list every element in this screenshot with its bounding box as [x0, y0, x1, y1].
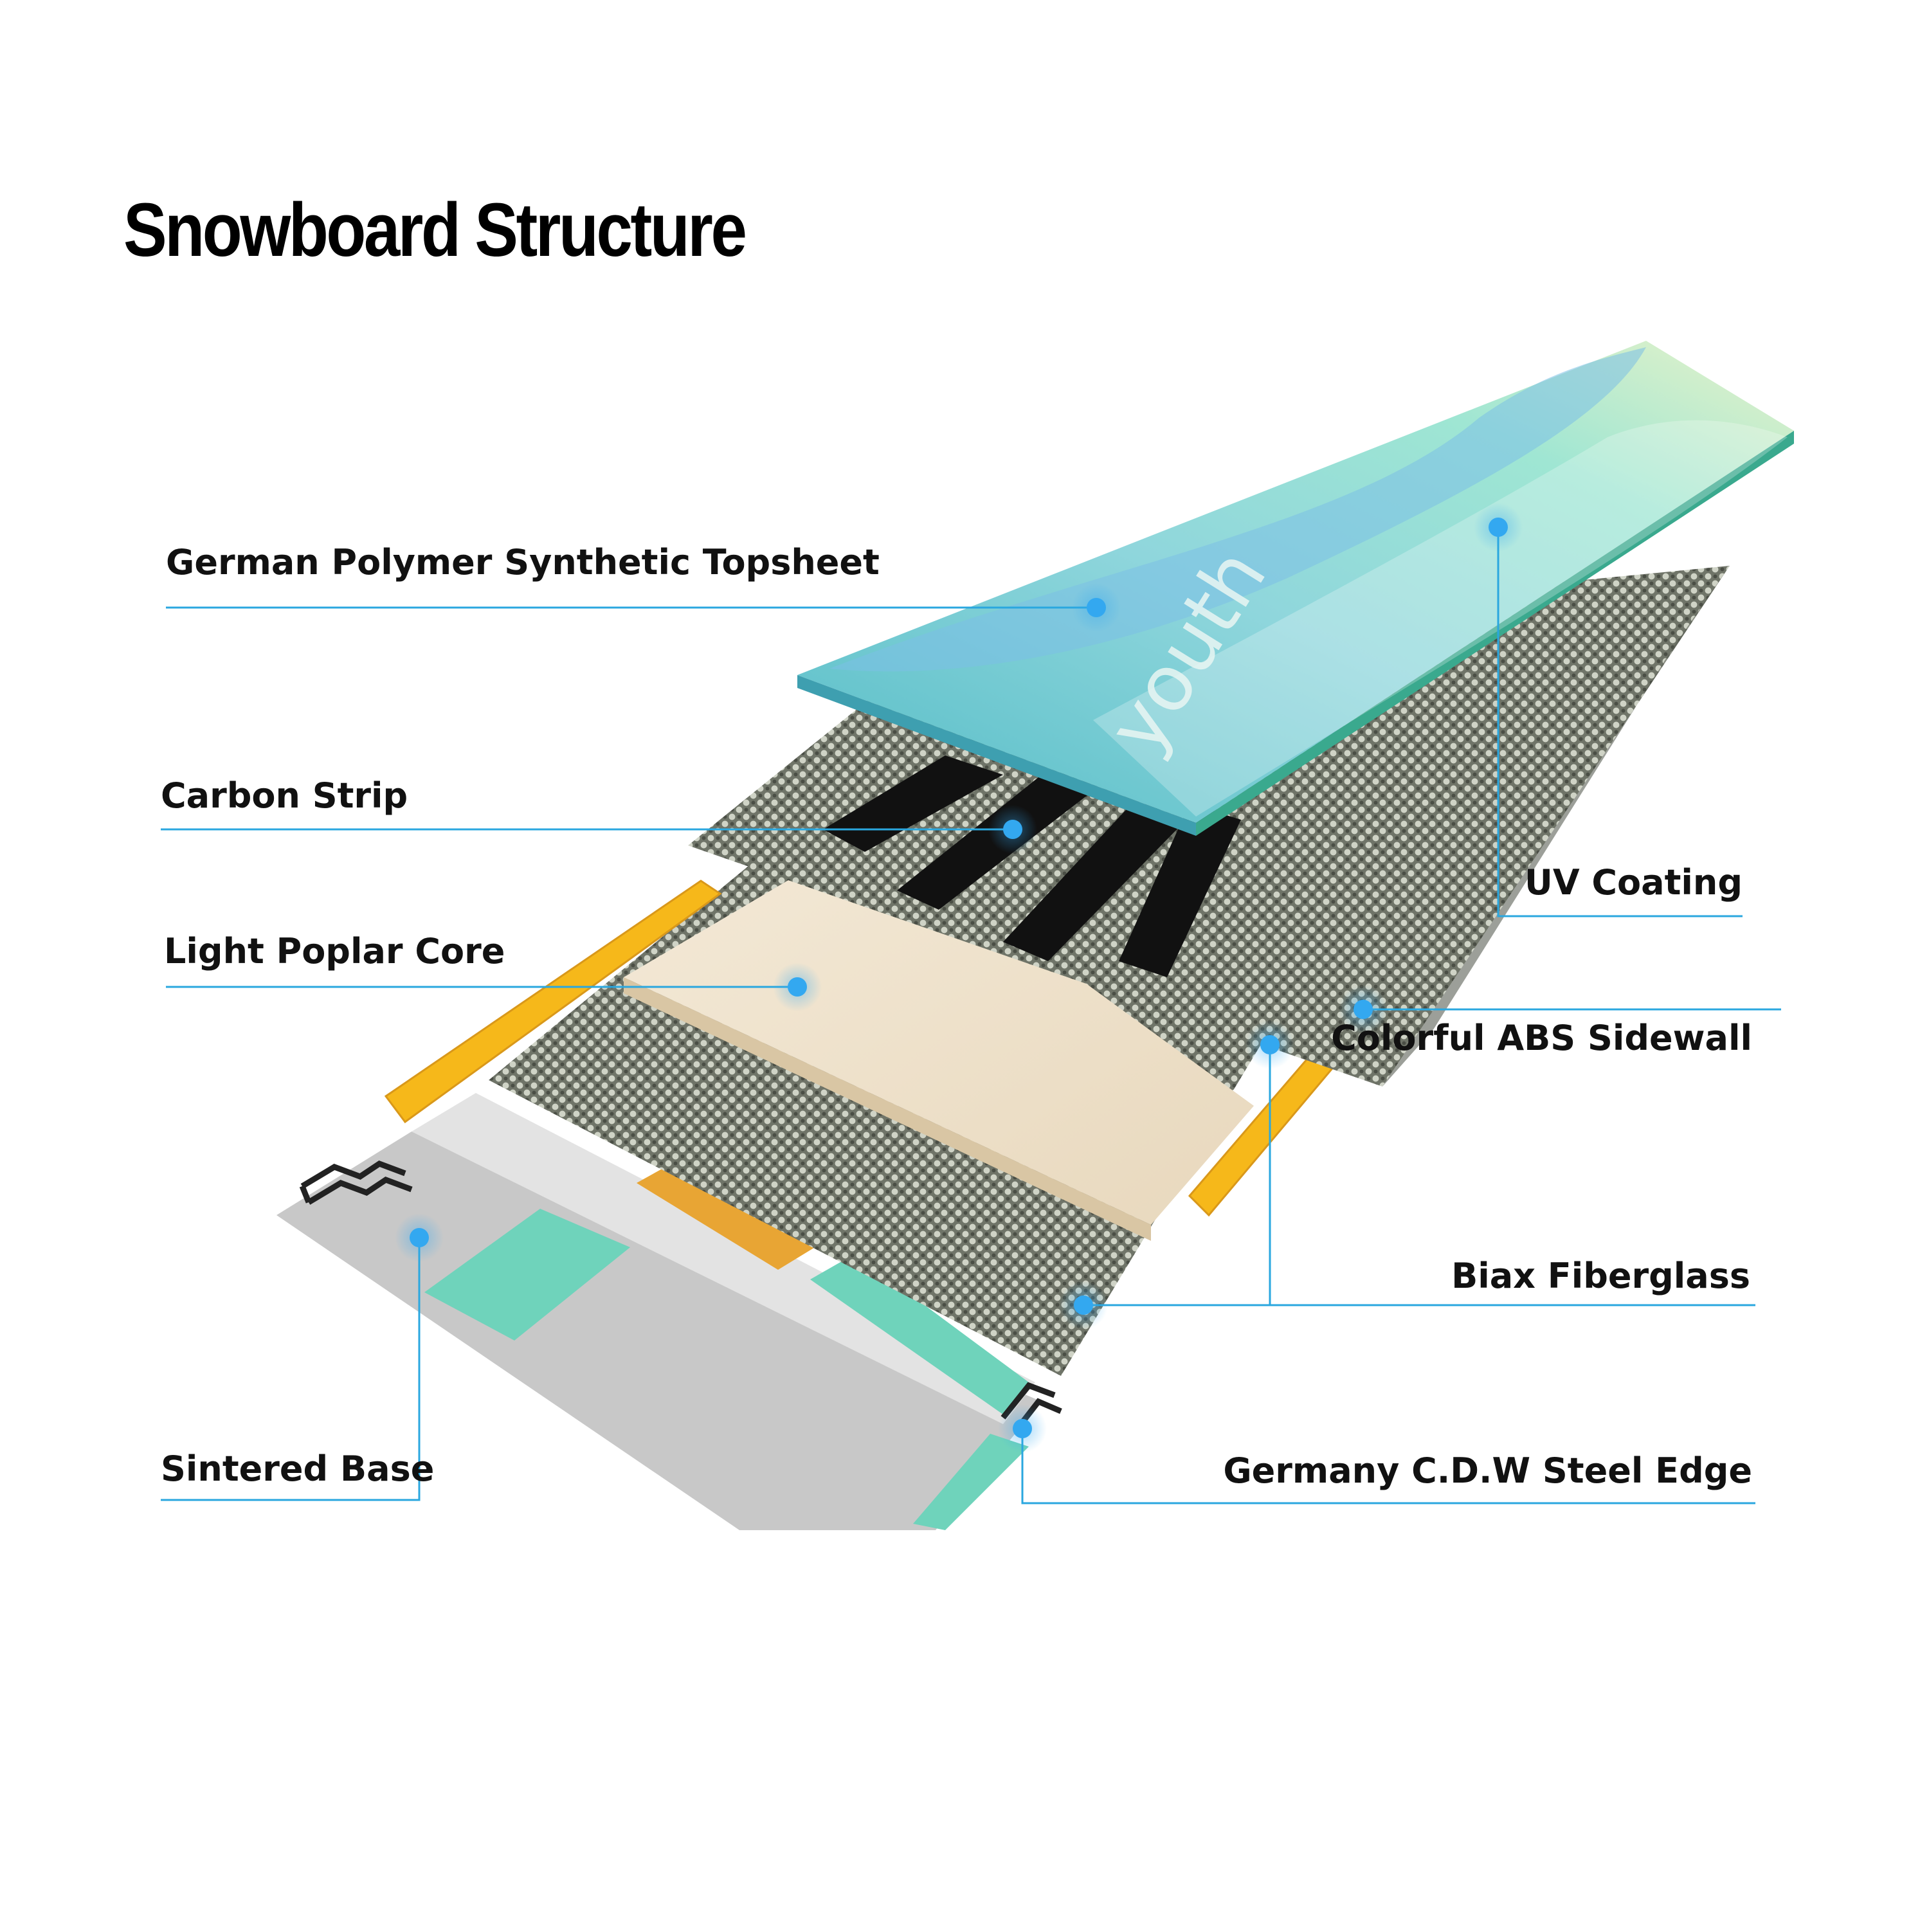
callout-lines [161, 527, 1781, 1504]
callout-line-uv [1497, 527, 1743, 917]
callout-dot-fiberglass-upper [1245, 1020, 1294, 1069]
topsheet-swoosh-light [1093, 420, 1788, 817]
carbon-strip-3 [1003, 804, 1183, 961]
callout-dot-core [773, 962, 822, 1011]
topsheet-side-face [797, 675, 1196, 836]
carbon-strip-1 [823, 755, 1003, 852]
label-biax-fiberglass: Biax Fiberglass [1451, 1256, 1750, 1296]
callout-dot-carbon [988, 805, 1037, 854]
callout-dot-sidewall [1339, 985, 1388, 1034]
callout-dot-uv [1474, 503, 1523, 552]
fiberglass-upper-back [1382, 566, 1730, 1087]
callout-line-base [161, 1238, 421, 1501]
sintered-base-layer [276, 1093, 1042, 1530]
topsheet-right-face [1196, 431, 1794, 836]
label-topsheet: German Polymer Synthetic Topsheet [166, 542, 880, 582]
topsheet-top-face [797, 341, 1794, 823]
core-side-face [624, 977, 1151, 1241]
page-title: Snowboard Structure [123, 188, 747, 273]
base-teal-stripe-1 [424, 1209, 630, 1341]
core-top-face [624, 829, 1254, 1225]
label-carbon-strip: Carbon Strip [161, 775, 408, 816]
topsheet-swoosh [829, 347, 1646, 672]
base-light-panel [412, 1093, 1035, 1424]
callout-dots [395, 503, 1523, 1453]
callout-dot-fiberglass-lower [1059, 1281, 1108, 1330]
label-abs-sidewall: Colorful ABS Sidewall [1331, 1018, 1752, 1058]
label-uv-coating: UV Coating [1524, 862, 1743, 903]
label-poplar-core: Light Poplar Core [164, 931, 505, 971]
callout-line-fiberglass [1083, 1045, 1755, 1306]
callout-dot-edge [998, 1404, 1047, 1453]
steel-edge-profile-left [299, 1160, 413, 1205]
label-steel-edge: Germany C.D.W Steel Edge [1223, 1450, 1752, 1491]
base-gray-panel [276, 1132, 1042, 1530]
carbon-strip-4 [1119, 804, 1241, 977]
callout-line-edge [1021, 1429, 1755, 1504]
topsheet-layer: youth [797, 341, 1794, 836]
callout-dot-topsheet [1072, 583, 1121, 632]
label-sintered-base: Sintered Base [161, 1449, 435, 1489]
poplar-core-layer [624, 829, 1254, 1241]
base-teal-tail [913, 1434, 1029, 1530]
sidewall-left [384, 880, 722, 1124]
callout-dot-base [395, 1213, 444, 1262]
base-teal-stripe-2 [810, 1254, 1029, 1414]
